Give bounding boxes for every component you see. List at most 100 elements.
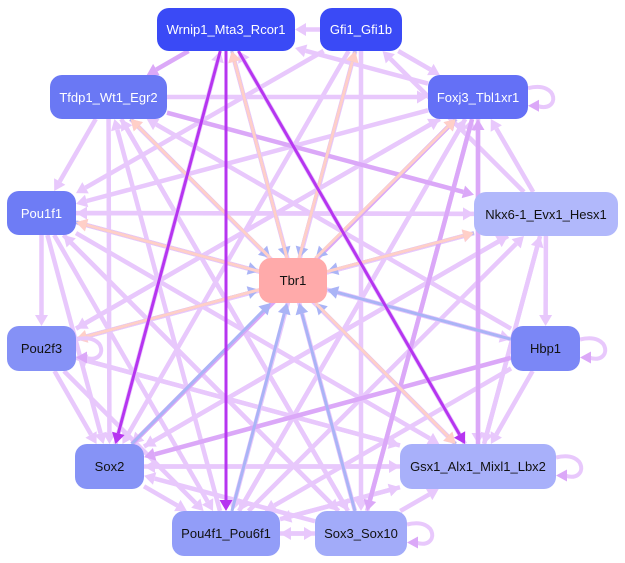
node-label: Gfi1_Gfi1b (329, 22, 393, 37)
arrowhead-tfdp1-to-sox2 (102, 432, 116, 444)
edge-tbr1-to-gsx1 (314, 301, 449, 438)
node-pou1f1[interactable]: Pou1f1 (7, 191, 76, 235)
arrowhead-tbr1-to-gsx1 (443, 431, 456, 444)
arrowhead-pou1f1-to-pou2f3 (35, 315, 48, 326)
arrowhead-tbr1-to-nkx6 (461, 229, 474, 243)
edge-gfi1-to-sox2 (125, 49, 351, 436)
node-tfdp1-wt1-egr2[interactable]: Tfdp1_Wt1_Egr2 (50, 75, 167, 119)
arrowhead-foxj3-to-pou1f1 (76, 194, 89, 208)
node-pou4f1-pou6f1[interactable]: Pou4f1_Pou6f1 (172, 511, 280, 556)
node-label: Hbp1 (529, 341, 562, 356)
self-loop-foxj3 (527, 84, 556, 110)
edge-wrnip1-to-tfdp1 (155, 49, 190, 72)
arrowhead-wrnip1-to-pou4f1 (219, 500, 233, 511)
edge-foxj3-to-pou1f1 (86, 108, 429, 204)
node-wrnip1-mta3-rcor1[interactable]: Wrnip1_Mta3_Rcor1 (157, 8, 295, 51)
node-label: Gsx1_Alx1_Mixl1_Lbx2 (410, 459, 546, 474)
self-loop-arrowhead-pou2f3 (76, 351, 87, 364)
arrowhead-sox3-to-tbr1 (295, 303, 309, 316)
edge-tfdp1-to-sox2 (106, 118, 112, 434)
edge-hbp1-to-tfdp1 (155, 122, 513, 331)
edge-tfdp1-to-pou1f1 (57, 117, 98, 183)
node-label: Pou1f1 (20, 205, 63, 221)
node-label: Pou4f1_Pou6f1 (181, 526, 271, 541)
arrowhead-gfi1-to-pou1f1 (76, 182, 89, 194)
edge-pou1f1-to-pou4f1 (52, 233, 210, 503)
edge-sox3-to-gsx1 (399, 492, 431, 513)
self-loop-arrowhead-hbp1 (580, 351, 591, 364)
arrowhead-sox3-to-pou4f1 (280, 527, 291, 540)
self-loop-sox3 (406, 521, 435, 546)
edge-gfi1-to-foxj3 (397, 49, 432, 72)
node-gsx1-alx1-mixl1-lbx2[interactable]: Gsx1_Alx1_Mixl1_Lbx2 (400, 444, 556, 489)
arrowhead-hbp1-to-sox2 (144, 448, 157, 461)
edge-pou2f3-to-pou4f1 (62, 369, 198, 505)
node-pou2f3[interactable]: Pou2f3 (7, 326, 76, 371)
node-sox3-sox10[interactable]: Sox3_Sox10 (315, 511, 407, 556)
arrowhead-pou4f1-to-tbr1 (277, 303, 291, 316)
node-label: Foxj3_Tbl1xr1 (436, 89, 520, 105)
edge-tbr1-to-pou2f3 (86, 288, 260, 338)
arrowhead-sox2-to-pou4f1 (174, 499, 187, 512)
arrowhead-wrnip1-to-sox2 (112, 431, 125, 444)
arrowhead-sox2-to-tbr1 (258, 303, 271, 316)
arrowhead-nkx6-to-gfi1 (382, 51, 395, 64)
arrowhead-sox2-to-nkx6 (495, 235, 508, 248)
edge-tbr1-to-pou1f1 (86, 223, 260, 273)
arrowhead-pou2f3-to-foxj3 (427, 118, 440, 131)
node-hbp1[interactable]: Hbp1 (511, 326, 580, 371)
edge-sox2-to-tbr1 (130, 309, 265, 446)
arrowhead-tbr1-to-pou1f1 (76, 218, 89, 232)
arrowhead-pou1f1-to-gsx1 (426, 432, 440, 445)
self-loop-pou2f3 (75, 336, 104, 361)
edge-hbp1-to-sox2 (154, 355, 512, 457)
arrowhead-tfdp1-to-nkx6 (461, 185, 474, 199)
self-loop-gsx1 (555, 454, 584, 479)
arrowhead-pou4f1-to-nkx6 (511, 236, 524, 249)
arrowhead-sox3-to-tfdp1 (121, 119, 133, 132)
edge-pou1f1-to-nkx6 (75, 210, 464, 217)
edge-hbp1-to-pou4f1 (273, 366, 513, 508)
edge-tbr1-to-nkx6 (326, 234, 464, 274)
edge-sox2-to-pou4f1 (142, 484, 179, 508)
edge-sox2-to-nkx6 (142, 239, 500, 449)
arrowhead-tbr1-to-foxj3 (443, 119, 456, 132)
arrowhead-pou4f1-to-foxj3 (454, 119, 466, 132)
edge-pou4f1-to-tbr1 (230, 313, 286, 512)
edge-pou2f3-to-sox2 (52, 369, 93, 436)
arrowhead-gfi1-to-sox3 (354, 500, 368, 511)
edge-gsx1-to-nkx6 (481, 246, 540, 445)
node-label: Sox2 (94, 459, 125, 474)
arrowhead-gsx1-to-nkx6 (530, 236, 544, 249)
arrowhead-gsx1-to-foxj3 (471, 119, 485, 130)
arrowhead-pou4f1-to-tfdp1 (111, 119, 124, 132)
arrowhead-pou1f1-to-pou4f1 (201, 498, 214, 511)
edge-tbr1-to-gfi1 (297, 61, 354, 259)
arrowhead-wrnip1-to-tfdp1 (146, 63, 160, 76)
edge-sox3-to-tbr1 (300, 313, 357, 512)
node-gfi1-gfi1b[interactable]: Gfi1_Gfi1b (320, 8, 402, 51)
arrowhead-tbr1-to-wrnip1 (228, 51, 241, 64)
node-foxj3-tbl1xr1[interactable]: Foxj3_Tbl1xr1 (428, 75, 528, 119)
arrowhead-foxj3-to-sox3 (363, 498, 377, 511)
arrowhead-wrnip1-to-gsx1 (453, 431, 466, 444)
edge-tbr1-to-wrnip1 (233, 61, 289, 259)
node-label: Pou2f3 (20, 341, 63, 356)
node-label: Tbr1 (279, 273, 307, 288)
edge-pou2f3-to-foxj3 (74, 122, 432, 331)
edge-hbp1-to-gsx1 (494, 369, 535, 436)
edge-tbr1-to-tfdp1 (137, 125, 272, 260)
edge-hbp1-to-tbr1 (337, 291, 512, 341)
arrowhead-sox2-to-gsx1 (389, 460, 400, 473)
arrowhead-tbr1-to-gfi1 (346, 51, 359, 64)
node-sox2[interactable]: Sox2 (75, 444, 144, 489)
arrowhead-nkx6-to-foxj3 (490, 119, 502, 132)
arrowhead-hbp1-to-tbr1 (327, 286, 340, 299)
self-loop-hbp1 (579, 336, 608, 361)
arrowhead-pou1f1-to-nkx6 (462, 207, 474, 221)
node-nkx6-1-evx1-hesx1[interactable]: Nkx6-1_Evx1_Hesx1 (474, 192, 618, 236)
arrowhead-sox3-to-sox2 (144, 472, 157, 485)
node-tbr1[interactable]: Tbr1 (259, 258, 327, 303)
